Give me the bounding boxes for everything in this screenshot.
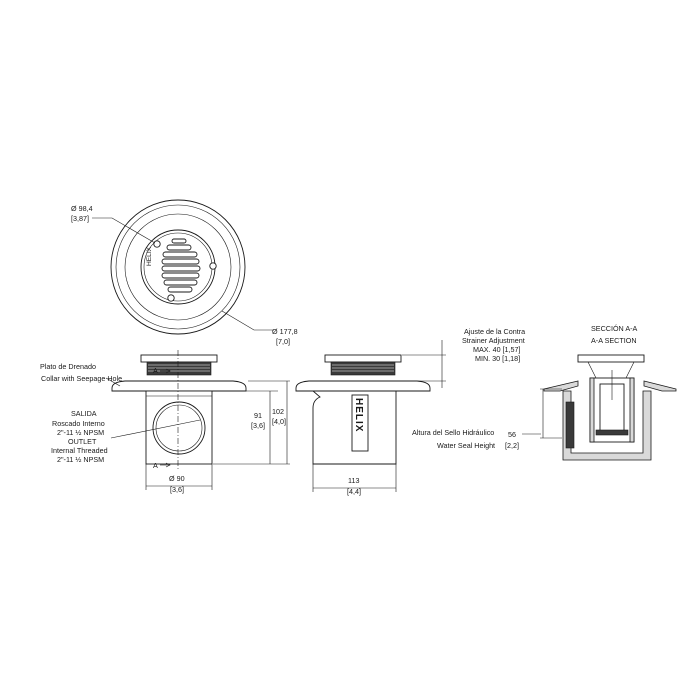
outer-diameter-mm: Ø 177,8 [272, 327, 298, 336]
front-view: A A Plato de Drenado Collar with Seepage… [40, 350, 290, 494]
side-thread-lines [332, 364, 394, 372]
side-threaded-riser [330, 361, 396, 376]
rim-edge [115, 204, 241, 330]
adjustment-max: MAX. 40 [1,57] [473, 345, 521, 354]
section-view: SECCIÓN A-A A-A SECTION Altura del Sello… [412, 324, 677, 461]
section-outlet-thread [565, 401, 575, 449]
outer-rim [110, 199, 246, 335]
outer-diameter-leader [221, 310, 274, 331]
strainer-brand-mark: HELIX [146, 246, 153, 266]
outlet-en-1: OUTLET [68, 437, 97, 446]
screw-right [209, 262, 217, 270]
section-strainer-legs [587, 361, 635, 379]
water-seal-en: Water Seal Height [437, 441, 495, 450]
section-inner-cup [599, 383, 625, 433]
side-collar-plate [295, 380, 431, 392]
dim-91-in: [3,6] [251, 421, 265, 430]
adjustment-en: Strainer Adjustment [462, 336, 525, 345]
collar-label-es: Plato de Drenado [40, 362, 96, 371]
side-view: HELIX Ajuste de la Contra Strainer Adjus… [295, 327, 525, 496]
dim-113-in: [4,4] [347, 487, 361, 496]
section-title-en: A-A SECTION [591, 336, 637, 345]
brand-text: HELIX [353, 398, 364, 432]
outlet-leader [110, 419, 201, 439]
water-seal-in: [2,2] [505, 441, 519, 450]
inner-diameter-in: [3,87] [71, 214, 89, 223]
outer-diameter-in: [7,0] [276, 337, 290, 346]
inner-diameter-leader [92, 217, 156, 244]
adjustment-es: Ajuste de la Contra [464, 327, 525, 336]
outlet-en-3: 2"-11 ½ NPSM [57, 455, 104, 464]
dim-102-in: [4,0] [272, 417, 286, 426]
section-strainer-cap [577, 354, 645, 363]
section-collar-right [643, 380, 677, 392]
collar-leader [105, 377, 121, 387]
water-seal-es: Altura del Sello Hidráulico [412, 428, 494, 437]
strainer-cap [140, 354, 218, 363]
section-title-es: SECCIÓN A-A [591, 324, 638, 333]
outlet-es-1: SALIDA [71, 409, 97, 418]
screw-bottom [167, 294, 175, 302]
inner-diameter-mm: Ø 98,4 [71, 204, 93, 213]
side-strainer-cap [324, 354, 402, 363]
thread-lines [148, 364, 210, 372]
section-collar-left [543, 380, 579, 392]
strainer-slots [161, 238, 201, 293]
water-seal-mm: 56 [508, 430, 516, 439]
screw-top-left [153, 240, 161, 248]
brand-panel [351, 394, 369, 452]
dim-90-mm: Ø 90 [169, 474, 185, 483]
section-mark-bottom: A [153, 461, 158, 470]
section-mark-top: A [153, 366, 158, 375]
outlet-opening [152, 401, 206, 455]
dim-113-mm: 113 [348, 476, 359, 485]
adjustment-min: MIN. 30 [1,18] [475, 354, 520, 363]
dim-91-mm: 91 [254, 411, 262, 420]
outlet-es-2: Roscado Interno [52, 419, 105, 428]
dim-90-in: [3,6] [170, 485, 184, 494]
collar-plate [111, 380, 247, 392]
top-view: HELIX Ø 98,4 [3,87] Ø 177,8 [7,0] [71, 199, 298, 346]
outlet-en-2: Internal Threaded [51, 446, 108, 455]
dim-102-mm: 102 [272, 407, 284, 416]
outlet-es-3: 2"-11 ½ NPSM [57, 428, 104, 437]
rim-inner [124, 213, 232, 321]
collar-label-en: Collar with Seepage Hole [41, 374, 122, 383]
